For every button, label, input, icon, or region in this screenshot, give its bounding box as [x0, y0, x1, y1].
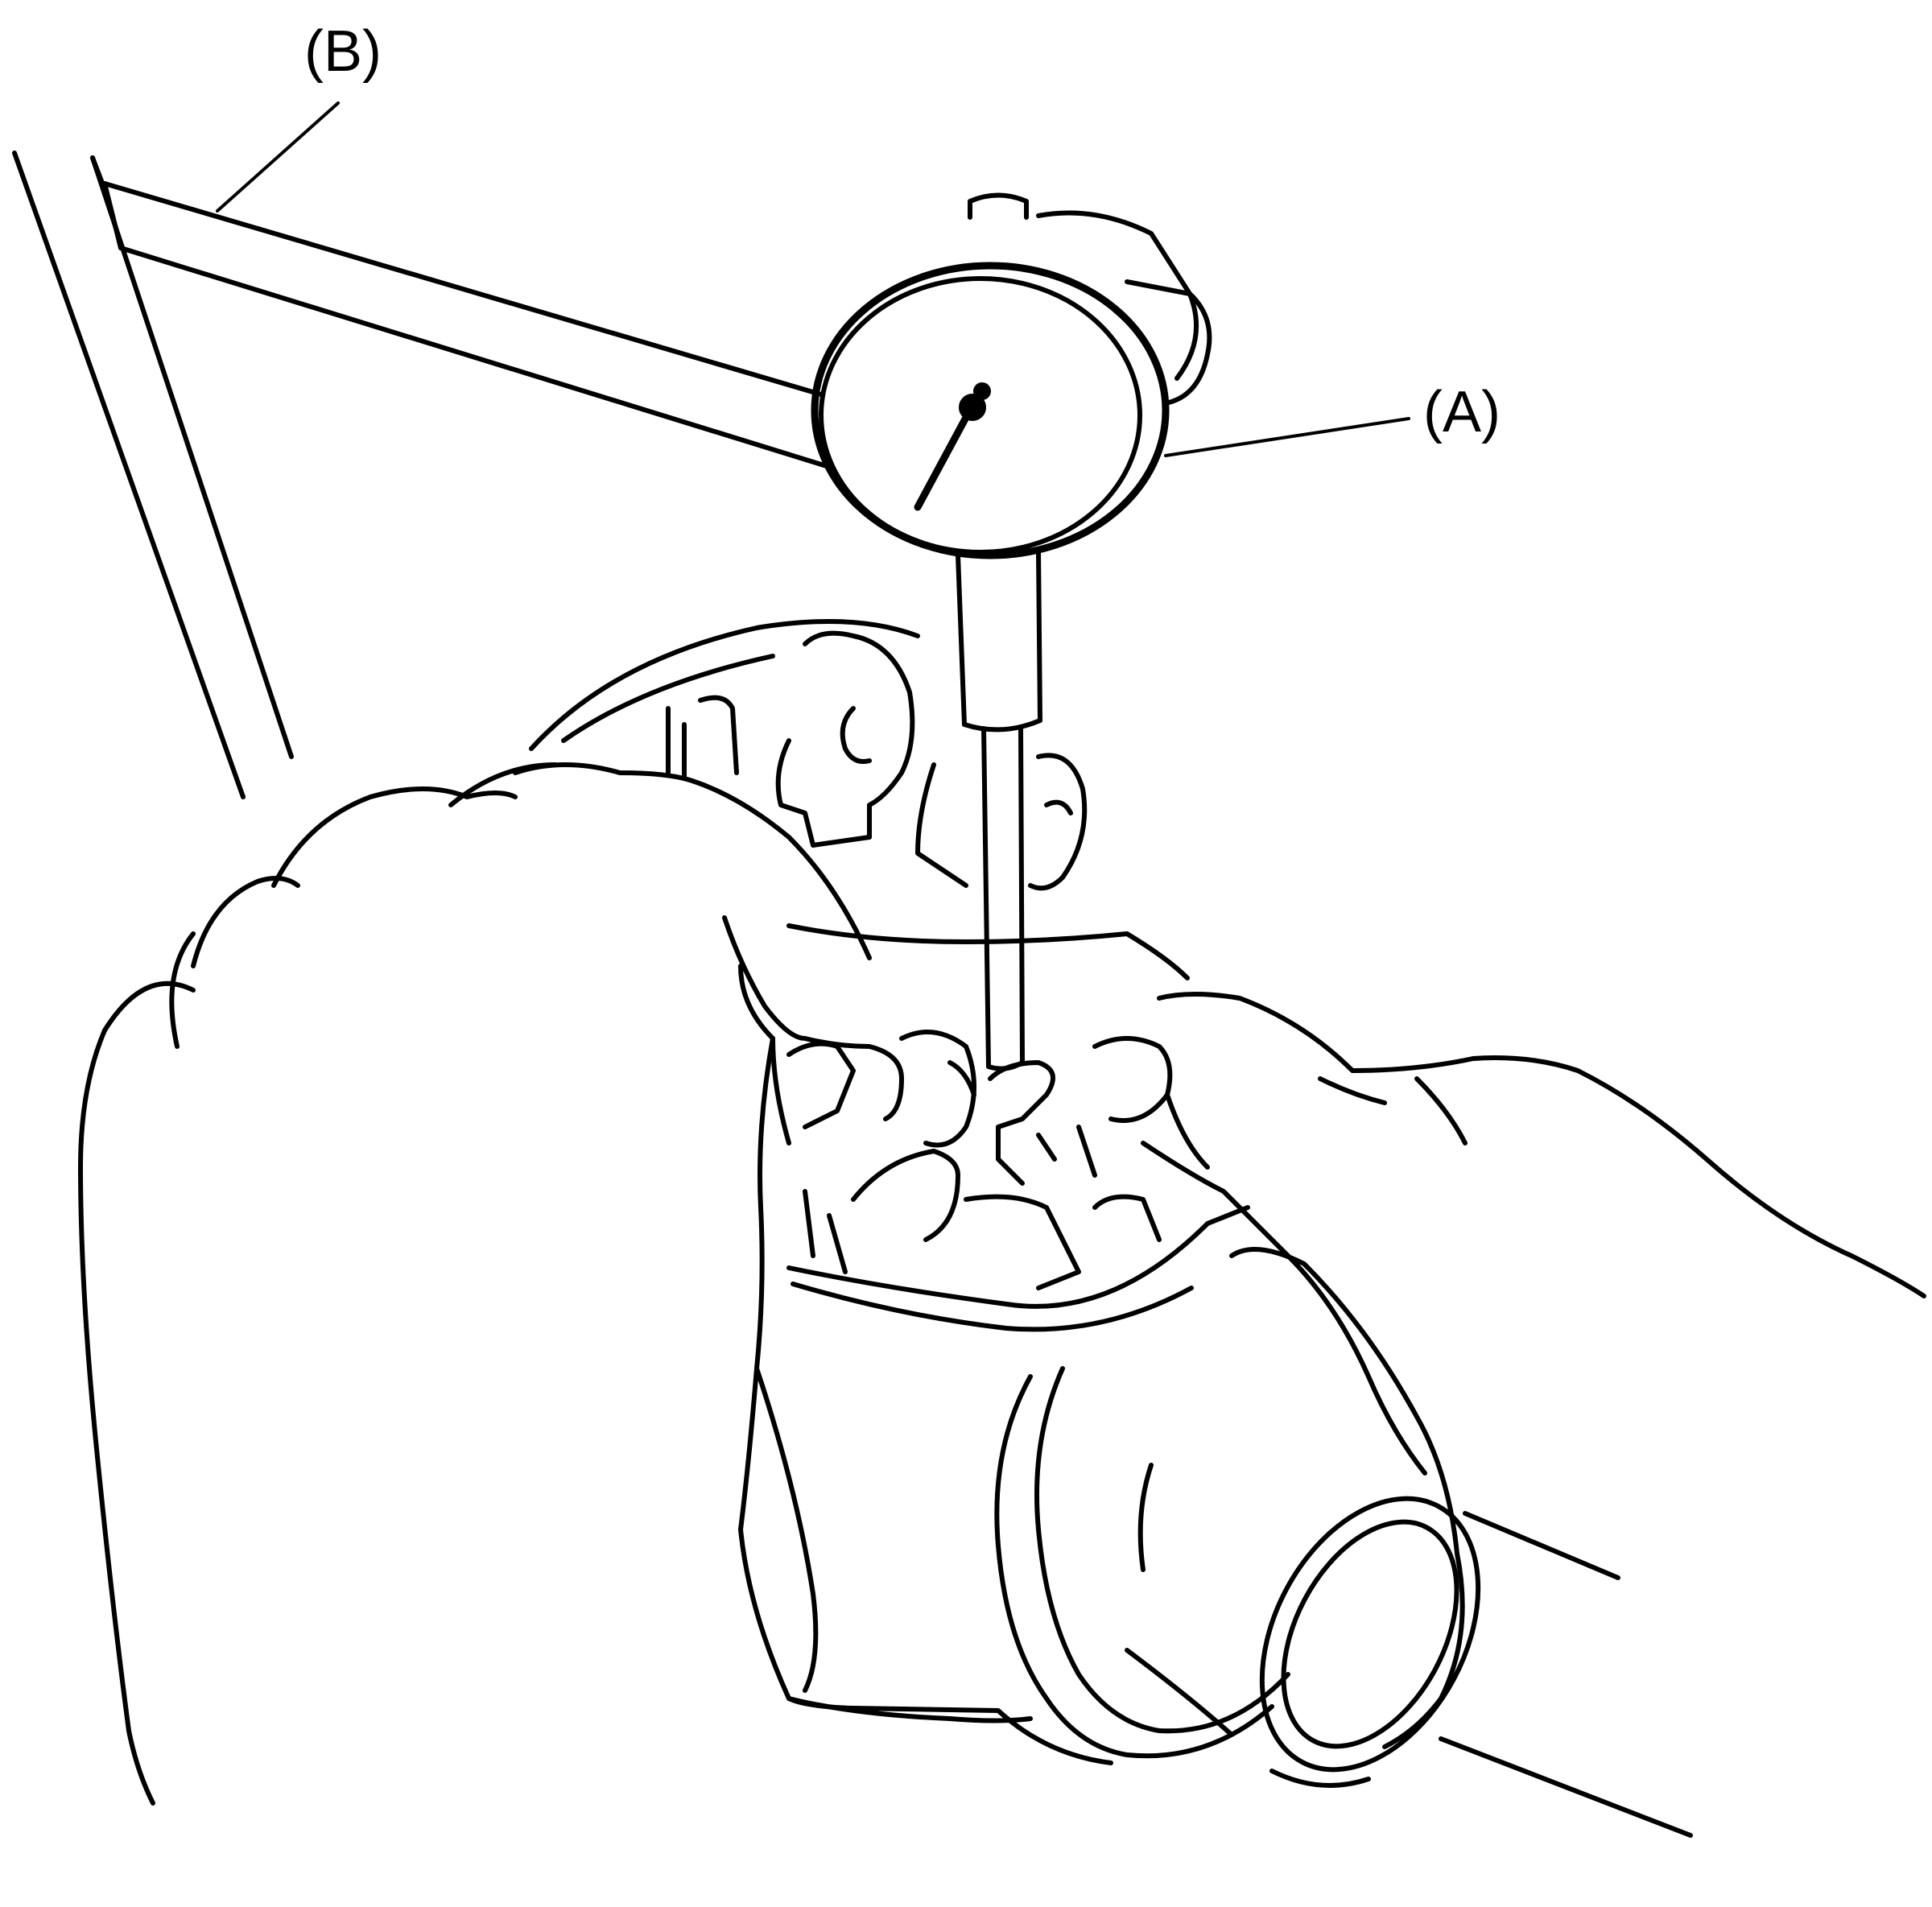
- stand-arm: [102, 181, 832, 469]
- stand-column: [12, 151, 294, 799]
- dial-needle: [914, 398, 978, 511]
- dial-gauge: [811, 192, 1212, 559]
- leader-line-a: [1164, 417, 1410, 457]
- callout-label-a: (A): [1423, 380, 1501, 444]
- leader-line-b: [216, 101, 340, 213]
- housing-top: [529, 619, 1088, 891]
- right-hand: [1092, 992, 1926, 1476]
- gauge-stem: [956, 549, 1042, 1071]
- internal-gears: [786, 1030, 1162, 1290]
- left-hand: [78, 762, 904, 1806]
- callout-label-b: (B): [304, 19, 382, 84]
- shaft-tube: [1125, 1496, 1693, 1838]
